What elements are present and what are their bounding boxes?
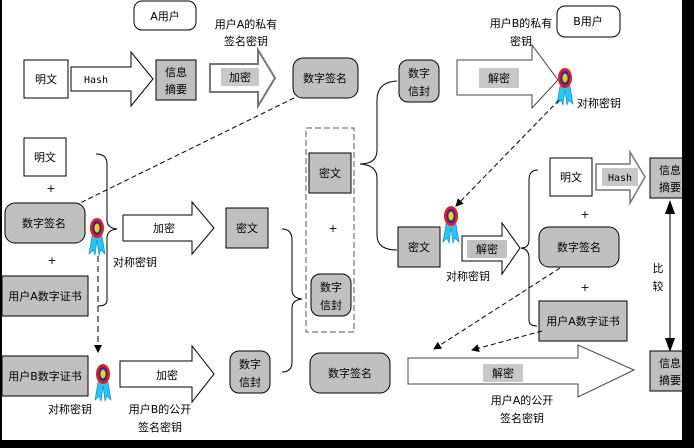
sym-key-label-1: 对称密钥 <box>113 255 157 269</box>
svg-text:解密: 解密 <box>488 71 510 85</box>
b-bundle-cert: 用户A数字证书 <box>538 300 628 342</box>
channel-plus: + <box>328 222 337 235</box>
a-private-key-label-1: 用户A的私有 <box>215 17 278 31</box>
compare-label-2: 较 <box>653 279 664 293</box>
sym-key-label-4: 对称密钥 <box>446 269 490 283</box>
svg-text:数字签名: 数字签名 <box>328 366 372 380</box>
a-bundle-plaintext: 明文 <box>23 137 67 177</box>
svg-text:A用户: A用户 <box>150 9 180 23</box>
b-bundle-signature: 数字签名 <box>538 226 620 268</box>
b-bundle-plaintext: 明文 <box>549 157 593 197</box>
a-encrypt3-arrow: 加密 <box>119 344 215 404</box>
svg-text:信息: 信息 <box>165 65 187 79</box>
svg-text:摘要: 摘要 <box>659 373 681 387</box>
sym-key-icon-3 <box>556 67 574 106</box>
brace-b-split <box>359 80 398 251</box>
diagram-canvas: A用户 B用户 明文 Hash 信息 摘要 用户A的私有 签名密钥 加密 数字签… <box>2 0 682 440</box>
channel-group <box>305 127 355 333</box>
a-digest-box: 信息 摘要 <box>155 59 197 101</box>
b-hash-arrow: Hash <box>595 149 646 206</box>
svg-text:信封: 信封 <box>320 298 342 312</box>
a-signature-box: 数字签名 <box>292 57 359 99</box>
a-encrypt-arrow: 加密 <box>209 46 277 110</box>
a-b-cert-box: 用户B数字证书 <box>2 355 89 397</box>
sym-key-icon-4 <box>442 205 460 244</box>
svg-text:信息: 信息 <box>659 356 681 370</box>
channel-envelope-box: 数字 信封 <box>310 273 352 317</box>
svg-text:用户A数字证书: 用户A数字证书 <box>8 289 82 303</box>
svg-text:解密: 解密 <box>476 242 498 256</box>
a-bundle-signature: 数字签名 <box>4 202 86 244</box>
channel-ciphertext-box: 密文 <box>308 152 352 194</box>
b-decrypt2-arrow: 解密 <box>461 221 521 276</box>
plus-1: + <box>46 182 55 195</box>
svg-text:明文: 明文 <box>35 72 57 86</box>
a-ciphertext-box: 密文 <box>225 207 269 249</box>
svg-text:B用户: B用户 <box>573 14 603 28</box>
a-envelope-box: 数字 信封 <box>229 350 271 394</box>
svg-text:摘要: 摘要 <box>659 180 681 194</box>
compare-label-1: 比 <box>653 262 664 275</box>
svg-text:密文: 密文 <box>236 221 258 235</box>
svg-text:加密: 加密 <box>153 221 175 235</box>
a-private-key-label-2: 签名密钥 <box>224 34 268 48</box>
svg-text:摘要: 摘要 <box>165 82 187 96</box>
svg-text:数字: 数字 <box>408 66 430 80</box>
svg-text:信息: 信息 <box>659 163 681 177</box>
plus-2: + <box>47 254 56 267</box>
svg-text:数字: 数字 <box>239 357 261 371</box>
svg-text:明文: 明文 <box>34 150 56 164</box>
a-hash-arrow: Hash <box>70 50 154 108</box>
b-digest1-box: 信息 摘要 <box>649 157 682 199</box>
b-private-key-label-2: 密钥 <box>510 34 532 48</box>
a-encrypt2-arrow: 加密 <box>122 200 215 256</box>
svg-text:Hash: Hash <box>84 75 108 86</box>
diagram-svg: A用户 B用户 明文 Hash 信息 摘要 用户A的私有 签名密钥 加密 数字签… <box>2 0 682 434</box>
svg-text:Hash: Hash <box>608 173 632 184</box>
dashed-arrow-symkey-b <box>455 99 560 207</box>
b-decrypt3-arrow: 解密 <box>407 344 636 398</box>
svg-text:信封: 信封 <box>408 84 430 98</box>
b-signature-box: 数字签名 <box>309 352 391 394</box>
svg-text:用户B数字证书: 用户B数字证书 <box>8 369 82 383</box>
a-public-key-label-2: 签名密钥 <box>500 411 544 425</box>
a-public-key-label-1: 用户A的公开 <box>491 393 554 407</box>
b-decrypt-arrow: 解密 <box>456 43 559 110</box>
svg-text:数字签名: 数字签名 <box>303 71 347 85</box>
plus-3: + <box>580 208 589 221</box>
sym-key-label-2: 对称密钥 <box>48 402 92 416</box>
svg-text:数字: 数字 <box>320 280 342 294</box>
a-bundle-cert: 用户A数字证书 <box>2 275 89 317</box>
dashed-arrow-cert-to-decrypt <box>471 330 543 353</box>
b-public-key-label-2: 签名密钥 <box>138 420 182 434</box>
svg-text:密文: 密文 <box>319 166 341 180</box>
svg-text:解密: 解密 <box>492 366 514 380</box>
svg-text:密文: 密文 <box>408 240 430 254</box>
svg-text:明文: 明文 <box>560 170 582 184</box>
svg-text:数字签名: 数字签名 <box>22 216 66 230</box>
b-envelope-box: 数字 信封 <box>398 59 440 103</box>
dashed-link-signature <box>79 97 295 204</box>
b-ciphertext-box: 密文 <box>397 226 441 268</box>
b-private-key-label-1: 用户B的私有 <box>490 16 553 30</box>
user-a-label: A用户 <box>133 0 197 31</box>
user-b-label: B用户 <box>556 5 621 38</box>
svg-text:用户A数字证书: 用户A数字证书 <box>546 314 620 328</box>
b-digest2-box: 信息 摘要 <box>649 350 682 392</box>
b-public-key-label-1: 用户B的公开 <box>129 402 192 416</box>
sym-key-label-3: 对称密钥 <box>577 96 621 110</box>
plus-4: + <box>580 281 589 294</box>
a-plaintext-box: 明文 <box>23 59 69 99</box>
sym-key-icon-2 <box>94 363 112 402</box>
svg-text:加密: 加密 <box>229 70 251 84</box>
svg-text:信封: 信封 <box>239 375 261 389</box>
svg-text:加密: 加密 <box>156 368 178 382</box>
svg-text:数字签名: 数字签名 <box>557 240 601 254</box>
brace-left-bundle <box>95 153 118 307</box>
brace-b-bundle <box>520 169 539 327</box>
dashed-arrow-sig-to-decrypt <box>433 267 561 350</box>
sym-key-icon-1 <box>88 217 106 256</box>
brace-a-output <box>281 228 303 373</box>
